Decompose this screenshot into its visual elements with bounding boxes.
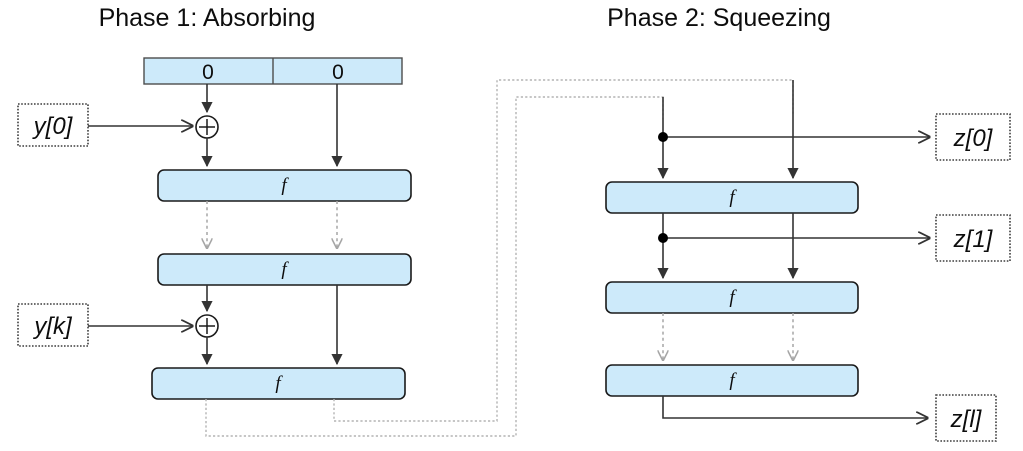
phase2-f-block-1-label: f bbox=[729, 187, 737, 208]
input-yk: y[k] bbox=[17, 303, 193, 347]
phase2-title: Phase 2: Squeezing bbox=[607, 4, 831, 32]
xor-gate-2 bbox=[195, 314, 219, 338]
junction-dot-z0 bbox=[658, 132, 668, 142]
phase1-f-block-3-label: f bbox=[275, 373, 283, 394]
phase1-f-block-2-label: f bbox=[281, 259, 289, 280]
phase1-initial-state-bar: 0 0 bbox=[143, 57, 403, 85]
junction-dot-z1 bbox=[658, 233, 668, 243]
phase2-f-block-1-rect bbox=[605, 181, 859, 214]
phase2-f-block-3-label: f bbox=[729, 370, 737, 391]
phase1-f-block-3: f bbox=[151, 367, 406, 400]
phase2-f-block-3-rect bbox=[605, 364, 859, 397]
input-y0-label: y[0] bbox=[32, 113, 74, 140]
output-z0: z[0] bbox=[935, 113, 1011, 161]
phase1-f-block-1-label: f bbox=[281, 175, 289, 196]
output-zl-box bbox=[935, 394, 997, 442]
state-cell-capacity: 0 bbox=[332, 61, 344, 84]
phase1-f-block-1-rect bbox=[157, 169, 412, 202]
phase1-f-block-2-rect bbox=[157, 253, 412, 286]
output-z0-label: z[0] bbox=[953, 125, 994, 152]
state-cell-rate: 0 bbox=[202, 61, 214, 84]
input-yk-label: y[k] bbox=[32, 313, 73, 340]
phase1-title: Phase 1: Absorbing bbox=[99, 4, 316, 32]
phase2-f-block-2-rect bbox=[605, 281, 859, 314]
output-z1: z[1] bbox=[935, 214, 1011, 262]
phase1-f-block-3-rect bbox=[151, 367, 406, 400]
output-z0-box bbox=[935, 113, 1011, 161]
input-y0: y[0] bbox=[17, 103, 193, 147]
output-z1-box bbox=[935, 214, 1011, 262]
phase2-f-block-3: f bbox=[605, 364, 859, 397]
xor-gate-1 bbox=[195, 115, 219, 139]
output-zl: z[l] bbox=[935, 394, 997, 442]
output-zl-label: z[l] bbox=[950, 406, 983, 433]
phase2-f-block-2-label: f bbox=[729, 287, 737, 308]
phase2-f-block-2: f bbox=[605, 281, 859, 314]
phase2-f-block-1: f bbox=[605, 181, 859, 214]
input-y0-box bbox=[17, 103, 89, 147]
phase1-f-block-1: f bbox=[157, 169, 412, 202]
output-z1-label: z[1] bbox=[953, 226, 994, 253]
wire-tap-zl bbox=[662, 396, 928, 418]
input-yk-box bbox=[17, 303, 89, 347]
phase1-f-block-2: f bbox=[157, 253, 412, 286]
